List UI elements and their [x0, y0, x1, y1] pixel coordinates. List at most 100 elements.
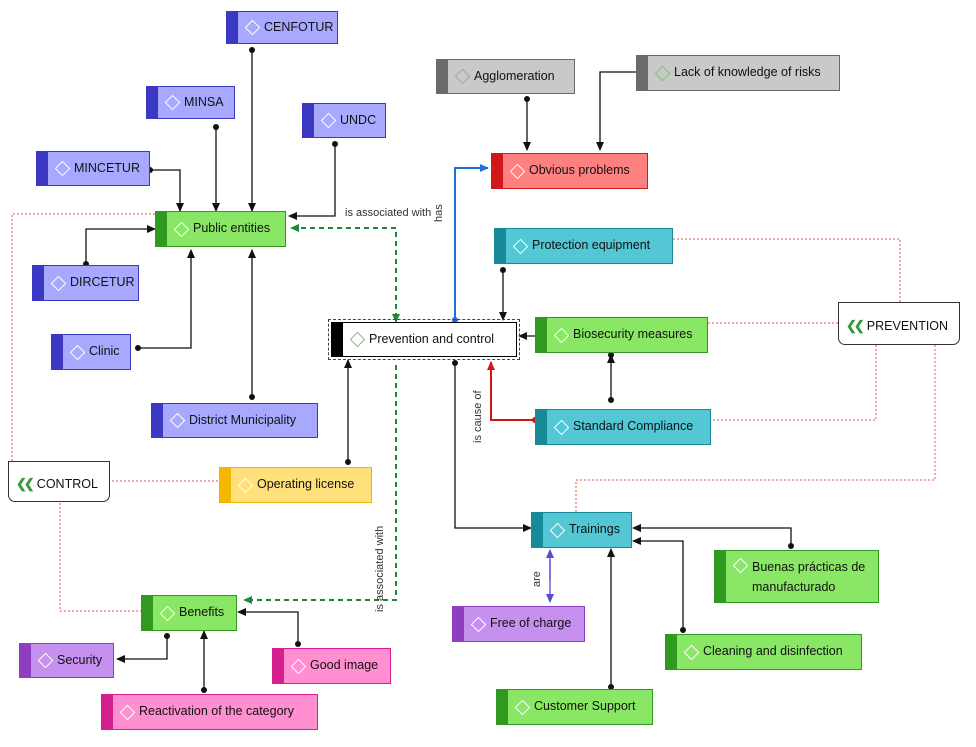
- node-stripe: [303, 104, 314, 137]
- node-label: Clinic: [89, 344, 120, 359]
- node-security[interactable]: Security: [19, 643, 114, 678]
- diamond-icon: [553, 419, 570, 435]
- node-stripe: [102, 695, 113, 729]
- node-free-of-charge[interactable]: Free of charge: [452, 606, 585, 642]
- node-stripe: [37, 152, 48, 185]
- diamond-icon: [164, 94, 181, 111]
- diamond-icon: [732, 557, 749, 574]
- node-label: CENFOTUR: [264, 19, 334, 34]
- node-stripe: [666, 635, 677, 669]
- node-stripe: [142, 596, 153, 630]
- edge-label-has: has: [433, 204, 445, 222]
- node-stripe: [532, 513, 543, 547]
- node-trainings[interactable]: Trainings: [531, 512, 632, 548]
- node-buenas-practicas[interactable]: Buenas prácticas de manufacturado: [714, 550, 879, 603]
- node-stripe: [453, 607, 464, 641]
- node-undc[interactable]: UNDC: [302, 103, 386, 138]
- node-stripe: [152, 404, 163, 437]
- node-stripe: [536, 318, 547, 352]
- group-control[interactable]: ❮❮ CONTROL: [8, 461, 110, 502]
- group-links: [11, 213, 936, 612]
- group-icon: ❮❮: [16, 475, 35, 491]
- diamond-icon: [290, 658, 307, 674]
- diamond-icon: [320, 112, 337, 129]
- diamond-icon: [37, 652, 54, 669]
- diamond-icon: [654, 65, 671, 81]
- node-label: Trainings: [569, 522, 620, 537]
- group-tab: [8, 461, 110, 466]
- node-label: Good image: [310, 658, 379, 673]
- node-stripe: [52, 335, 63, 369]
- node-stripe: [147, 87, 158, 118]
- diamond-icon: [159, 605, 176, 621]
- diamond-icon: [514, 699, 531, 715]
- group-prevention[interactable]: ❮❮ PREVENTION: [838, 302, 960, 345]
- diamond-icon: [54, 160, 71, 177]
- node-stripe: [492, 154, 503, 188]
- node-operating-license[interactable]: Operating license: [219, 467, 372, 503]
- node-agglomeration[interactable]: Agglomeration: [436, 59, 575, 94]
- node-label: Lack of knowledge of risks: [674, 65, 821, 80]
- node-label: MINSA: [184, 94, 224, 109]
- node-stripe: [495, 229, 506, 263]
- node-mincetur[interactable]: MINCETUR: [36, 151, 150, 186]
- node-benefits[interactable]: Benefits: [141, 595, 237, 631]
- node-label: MINCETUR: [74, 160, 140, 175]
- node-minsa[interactable]: MINSA: [146, 86, 235, 119]
- diamond-icon: [173, 221, 190, 237]
- node-label: Biosecurity measures: [573, 327, 693, 342]
- diamond-icon: [349, 331, 366, 348]
- node-dircetur[interactable]: DIRCETUR: [32, 265, 139, 301]
- node-stripe: [20, 644, 31, 677]
- node-stripe: [227, 12, 238, 43]
- node-stripe: [536, 410, 547, 444]
- node-stripe: [273, 649, 284, 683]
- node-label: Benefits: [179, 605, 225, 620]
- edge-label-is-cause-of: is cause of: [472, 390, 484, 443]
- node-standard-compliance[interactable]: Standard Compliance: [535, 409, 711, 445]
- node-label: Obvious problems: [529, 163, 630, 178]
- node-protection-equipment[interactable]: Protection equipment: [494, 228, 673, 264]
- node-stripe: [332, 323, 343, 356]
- node-label: Agglomeration: [474, 68, 555, 83]
- node-stripe: [497, 690, 508, 724]
- node-reactivation-of-the-category[interactable]: Reactivation of the category: [101, 694, 318, 730]
- node-obvious-problems[interactable]: Obvious problems: [491, 153, 648, 189]
- node-label: Reactivation of the category: [139, 704, 294, 719]
- node-cleaning-and-disinfection[interactable]: Cleaning and disinfection: [665, 634, 862, 670]
- group-prevention-label: PREVENTION: [866, 318, 949, 333]
- node-label: DIRCETUR: [70, 275, 135, 290]
- node-label: Public entities: [193, 221, 271, 236]
- node-label: Standard Compliance: [573, 419, 694, 434]
- edge-label-is-associated-with-top: is associated with: [345, 207, 432, 219]
- node-good-image[interactable]: Good image: [272, 648, 391, 684]
- diamond-icon: [549, 522, 566, 538]
- node-district-municipality[interactable]: District Municipality: [151, 403, 318, 438]
- diamond-icon: [553, 327, 570, 343]
- node-stripe: [220, 468, 231, 502]
- diamond-icon: [119, 704, 136, 720]
- node-label: District Municipality: [189, 412, 296, 427]
- diamond-icon: [69, 344, 86, 360]
- node-label: Buenas prácticas de manufacturado: [752, 559, 866, 594]
- node-cenfotur[interactable]: CENFOTUR: [226, 11, 338, 44]
- diamond-icon: [50, 275, 67, 291]
- node-public-entities[interactable]: Public entities: [155, 211, 286, 247]
- node-label: Security: [57, 652, 103, 667]
- diamond-icon: [470, 616, 487, 632]
- edge-label-are: are: [531, 571, 543, 587]
- node-stripe: [33, 266, 44, 300]
- node-lack-of-knowledge-of-risks[interactable]: Lack of knowledge of risks: [636, 55, 840, 91]
- node-prevention-and-control[interactable]: Prevention and control: [328, 319, 520, 360]
- edge-label-is-associated-with-bottom: is associated with: [374, 525, 386, 612]
- node-stripe: [437, 60, 448, 93]
- node-stripe: [637, 56, 648, 90]
- node-clinic[interactable]: Clinic: [51, 334, 131, 370]
- node-label: Operating license: [257, 477, 355, 492]
- node-label: UNDC: [340, 112, 377, 127]
- diamond-icon: [683, 644, 700, 660]
- diamond-icon: [512, 238, 529, 254]
- node-biosecurity-measures[interactable]: Biosecurity measures: [535, 317, 708, 353]
- node-stripe: [156, 212, 167, 246]
- node-customer-support[interactable]: Customer Support: [496, 689, 653, 725]
